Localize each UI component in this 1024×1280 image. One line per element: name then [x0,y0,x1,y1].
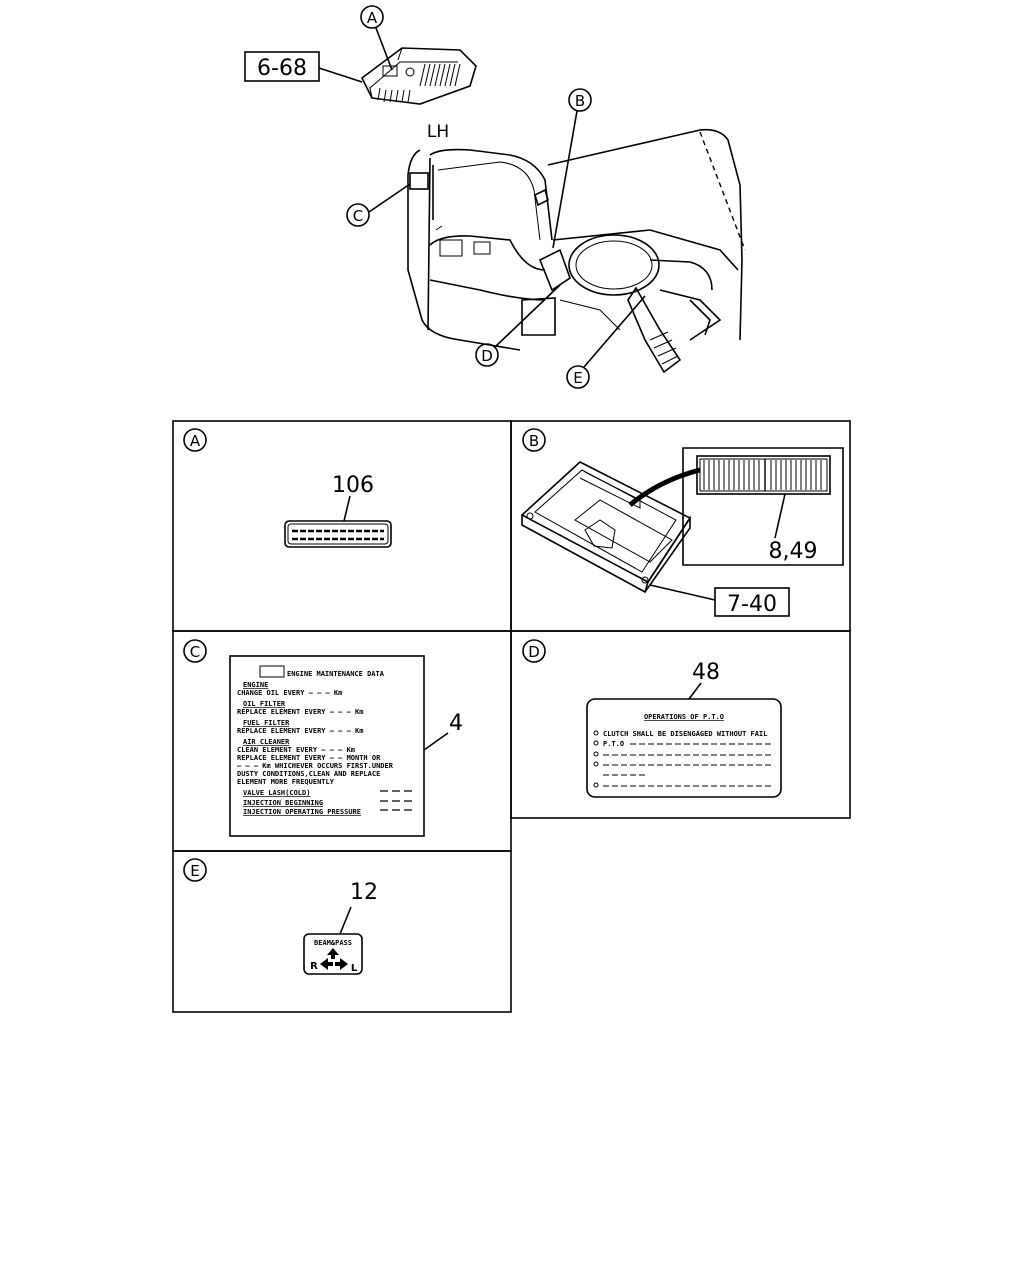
arrow-right-icon [335,958,348,970]
maintenance-line-9: REPLACE ELEMENT EVERY — — MONTH OR [237,754,381,762]
callout-circle-e [566,365,590,389]
maintenance-line-11: DUSTY CONDITIONS,CLEAN AND REPLACE [237,770,380,778]
maintenance-line-1: ENGINE [243,681,268,689]
panel-a-label-plate [284,520,392,548]
panel-b-letter: B [529,432,539,450]
panel-d-letter-circle [522,639,546,663]
panel-d-leader [688,682,702,700]
leader-b [552,110,578,249]
maintenance-line-5: FUEL FILTER [243,719,290,727]
cab-interior-drawing [407,128,746,374]
callout-b-text: B [575,92,585,110]
arrow-left-icon [320,958,333,970]
panel-b-frame [510,420,851,632]
panel-c-frame [172,630,512,852]
maintenance-line-2: CHANGE OIL EVERY — — — Km [237,689,342,697]
maintenance-line-7: AIR CLEANER [243,738,290,746]
panel-b-letter-circle [522,428,546,452]
side-label-lh: LH [427,122,449,142]
panel-d-frame [510,630,851,819]
engine-maintenance-label: ENGINE MAINTENANCE DATA ENGINE CHANGE OI… [229,655,425,837]
panel-b-ref-box [714,587,790,617]
panel-b-ref-text: 7-40 [727,592,777,617]
callout-circle-d [475,343,499,367]
panel-b-ref-leader [649,584,716,601]
panel-d-letter: D [528,643,540,661]
leader-c [368,183,411,213]
callout-circle-c [346,203,370,227]
maintenance-line-6: REPLACE ELEMENT EVERY — — — Km [237,727,363,735]
pto-line-1: CLUTCH SHALL BE DISENGAGED WITHOUT FAIL [603,730,767,738]
panel-c-letter: C [190,643,200,661]
maintenance-line-14: INJECTION BEGINNING [243,799,323,807]
panel-b: B [520,428,844,617]
panel-c-leader [423,732,449,751]
maintenance-line-4: REPLACE ELEMENT EVERY — — — Km [237,708,363,716]
ref-6-68-text: 6-68 [257,56,307,81]
panel-a-letter: A [190,432,201,450]
leader-6-68 [318,67,363,83]
leader-a [375,27,393,71]
pto-line-2: P.T.O [603,740,624,748]
beam-pass-right-letter: L [351,963,358,974]
overview-illustration: 6-68 A LH [244,5,746,389]
callout-circle-b [568,88,592,112]
panel-b-part-number: 8,49 [769,539,818,564]
panel-c-part-number: 4 [449,711,463,736]
maintenance-line-8: CLEAN ELEMENT EVERY — — — Km [237,746,355,754]
callout-a-text: A [367,9,378,27]
panel-e-letter-circle [183,858,207,882]
beam-pass-title: BEAM&PASS [314,939,352,947]
callout-c-text: C [353,207,363,225]
pto-operations-label: OPERATIONS OF P.T.O CLUTCH SHALL BE DISE… [586,698,782,798]
arrow-up-icon [327,948,339,959]
overhead-console-drawing [360,47,477,105]
callout-circle-a [360,5,384,29]
panel-b-console-drawing [520,461,701,594]
panel-a-leader [343,495,351,522]
maintenance-label-title: ENGINE MAINTENANCE DATA [287,670,385,678]
leader-d [494,284,561,348]
panel-b-inset-leader [774,493,786,539]
maintenance-line-3: OIL FILTER [243,700,286,708]
beam-pass-label: BEAM&PASS R L [303,933,363,975]
maintenance-line-13: VALVE LASH(COLD) [243,789,310,797]
ref-box-6-68 [244,51,320,82]
leader-e [583,295,646,368]
beam-pass-left-letter: R [310,961,318,972]
panel-a-frame [172,420,512,632]
callout-e-text: E [573,369,582,387]
panel-grid [172,420,851,1013]
maintenance-line-12: ELEMENT MORE FREQUENTLY [237,778,335,786]
panel-c: C 4 ENGINE MAINTENANCE DATA ENGINE CHANG… [183,639,463,837]
panel-d-part-number: 48 [692,660,720,685]
panel-c-letter-circle [183,639,207,663]
panel-a-letter-circle [183,428,207,452]
panel-b-lens-inset [682,447,844,566]
callout-d-text: D [481,347,493,365]
panel-a: A 106 [183,428,392,548]
panel-e-leader [339,906,352,935]
panel-e-letter: E [190,862,199,880]
panel-a-part-number: 106 [332,473,374,498]
maintenance-line-10: — — — Km WHICHEVER OCCURS FIRST.UNDER [237,762,394,770]
panel-e-frame [172,850,512,1013]
pto-label-title: OPERATIONS OF P.T.O [644,713,724,721]
panel-d: D 48 OPERATIONS OF P.T.O CLUTCH SHALL BE… [522,639,782,798]
panel-e: E 12 BEAM&PASS R L [183,858,378,975]
maintenance-line-15: INJECTION OPERATING PRESSURE [243,808,361,816]
panel-e-part-number: 12 [350,880,378,905]
